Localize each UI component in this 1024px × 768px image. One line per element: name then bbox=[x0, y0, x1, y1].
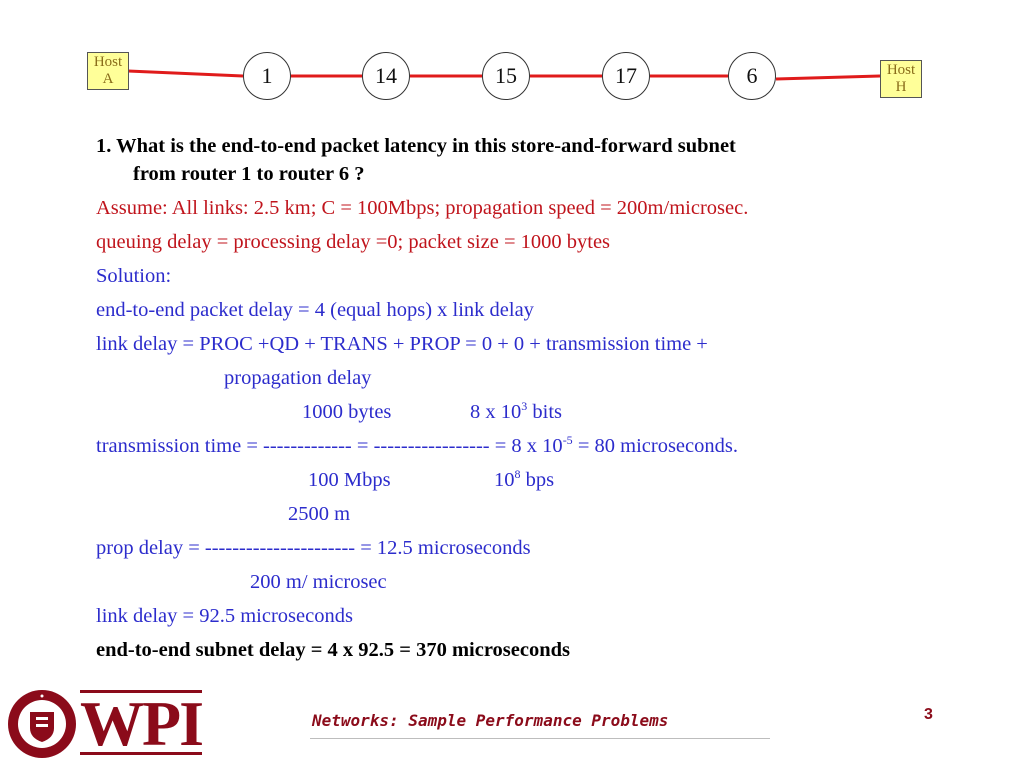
link-hosta-r1 bbox=[127, 69, 244, 78]
footer-title: Networks: Sample Performance Problems bbox=[312, 711, 669, 730]
wpi-logo-bottom-rule bbox=[80, 752, 202, 755]
tx-den2-unit: bps bbox=[520, 469, 555, 491]
question-line-1: 1. What is the end-to-end packet latency… bbox=[96, 135, 736, 157]
tx-den2-exponent: 8 bbox=[514, 467, 521, 482]
tx-main-pre: transmission time = ------------- = ----… bbox=[96, 435, 563, 457]
host-a-box: Host A bbox=[87, 52, 129, 90]
tx-den2-base: 10 bbox=[494, 469, 515, 491]
transmission-numerator-1: 1000 bytes bbox=[302, 401, 392, 423]
prop-delay-denominator: 200 m/ microsec bbox=[250, 571, 387, 593]
router-14: 14 bbox=[362, 52, 410, 100]
question-line-2: from router 1 to router 6 ? bbox=[133, 163, 365, 185]
router-15-label: 15 bbox=[495, 63, 517, 88]
host-h-box: Host H bbox=[880, 60, 922, 98]
end-to-end-result: end-to-end subnet delay = 4 x 92.5 = 370… bbox=[96, 639, 571, 661]
assumption-line-2: queuing delay = processing delay =0; pac… bbox=[96, 231, 611, 253]
transmission-numerator-2: 8 x 103 bits bbox=[470, 400, 562, 424]
router-14-label: 14 bbox=[375, 63, 397, 88]
router-1: 1 bbox=[243, 52, 291, 100]
router-6-label: 6 bbox=[746, 63, 758, 88]
link-delay-result: link delay = 92.5 microseconds bbox=[96, 605, 353, 627]
transmission-time-formula: transmission time = ------------- = ----… bbox=[96, 434, 738, 458]
tx-main-exponent: -5 bbox=[562, 433, 573, 448]
end-to-end-delay-formula: end-to-end packet delay = 4 (equal hops)… bbox=[96, 299, 534, 321]
diagram-links bbox=[127, 69, 881, 81]
network-diagram: Host A Host H 1 14 15 17 6 bbox=[0, 0, 1024, 110]
tx-num2-unit: bits bbox=[527, 401, 562, 423]
router-17: 17 bbox=[602, 52, 650, 100]
router-1-label: 1 bbox=[261, 63, 273, 88]
host-a-label-line1: Host bbox=[93, 54, 123, 70]
tx-num2-exponent: 3 bbox=[521, 399, 528, 414]
prop-delay-formula: prop delay = ---------------------- = 12… bbox=[96, 537, 531, 559]
router-6: 6 bbox=[728, 52, 776, 100]
footer-divider bbox=[310, 738, 770, 739]
host-a-label-line2: A bbox=[102, 71, 114, 87]
wpi-logo-top-rule bbox=[80, 690, 202, 693]
link-delay-formula-line-1: link delay = PROC +QD + TRANS + PROP = 0… bbox=[96, 333, 708, 355]
page-number: 3 bbox=[924, 706, 933, 723]
transmission-denominator-1: 100 Mbps bbox=[308, 469, 391, 491]
tx-num2-base: 8 x 10 bbox=[470, 401, 522, 423]
wpi-seal-icon bbox=[8, 690, 76, 758]
host-h-label-line1: Host bbox=[886, 62, 916, 78]
transmission-denominator-2: 108 bps bbox=[494, 468, 554, 492]
router-15: 15 bbox=[482, 52, 530, 100]
host-h-label-line2: H bbox=[895, 79, 907, 95]
solution-heading: Solution: bbox=[96, 265, 172, 287]
prop-delay-numerator: 2500 m bbox=[288, 503, 351, 525]
assumption-line-1: Assume: All links: 2.5 km; C = 100Mbps; … bbox=[96, 197, 749, 219]
link-r6-hosth bbox=[775, 74, 881, 81]
wpi-logo-text: WPI bbox=[80, 688, 204, 759]
link-delay-formula-line-2: propagation delay bbox=[224, 367, 372, 389]
router-17-label: 17 bbox=[615, 63, 637, 88]
wpi-logo bbox=[6, 684, 206, 764]
tx-main-post: = 80 microseconds. bbox=[572, 435, 738, 457]
